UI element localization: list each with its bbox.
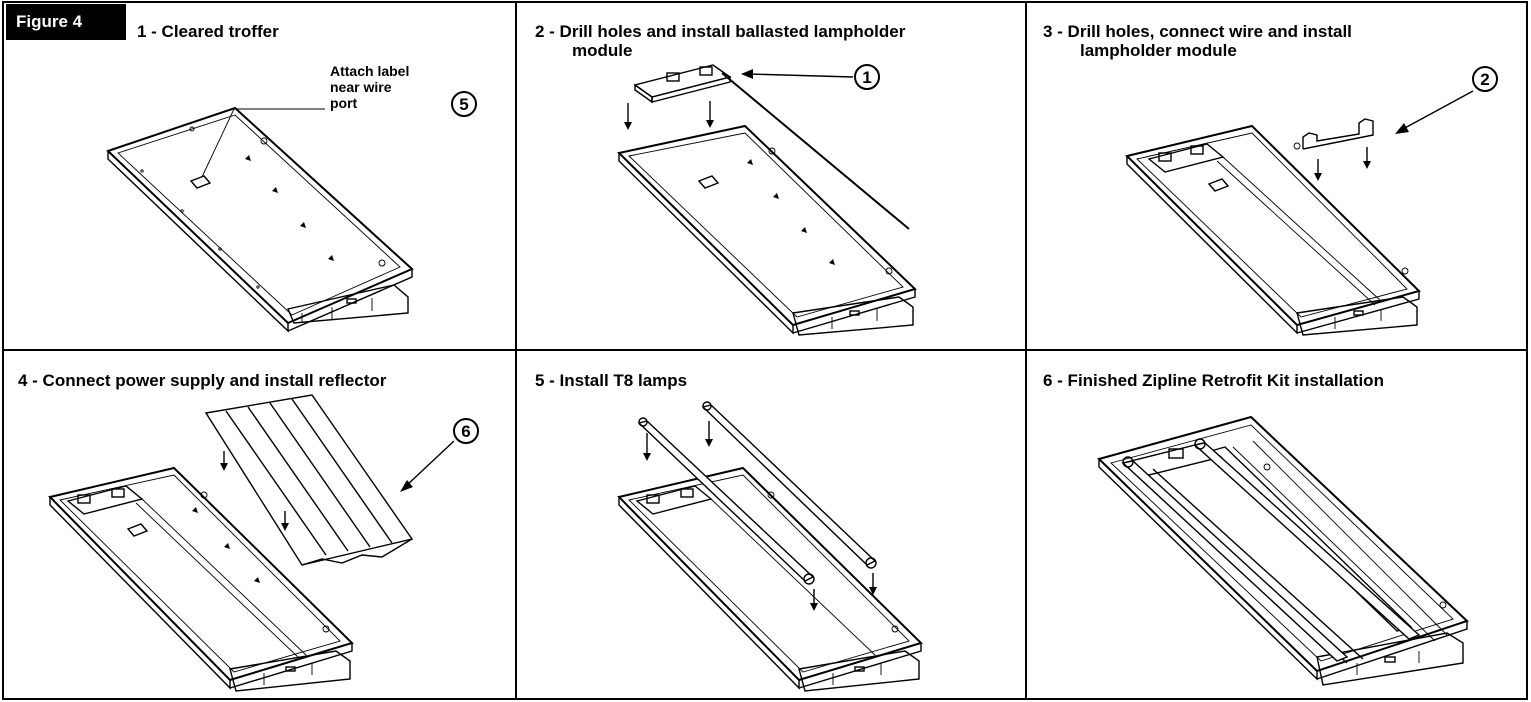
callout-1-leader bbox=[741, 69, 854, 79]
panel-6: 6 - Finished Zipline Retrofit Kit instal… bbox=[1027, 351, 1528, 700]
panel-1: Figure 4 1 - Cleared troffer Attach labe… bbox=[2, 1, 515, 349]
callout-2: 2 bbox=[1472, 66, 1498, 92]
callout-5: 5 bbox=[451, 91, 477, 117]
grid-divider-h bbox=[2, 349, 1528, 351]
down-arrows bbox=[220, 451, 289, 531]
troffer-housing bbox=[1125, 124, 1421, 336]
down-arrows bbox=[624, 101, 714, 130]
panel-2-title: 2 - Drill holes and install ballasted la… bbox=[535, 22, 906, 60]
callout-1: 1 bbox=[854, 64, 880, 90]
callout-6: 6 bbox=[453, 418, 479, 444]
troffer-housing bbox=[48, 466, 354, 692]
callout-6-leader bbox=[400, 440, 455, 492]
svg-text:1: 1 bbox=[862, 68, 871, 87]
down-arrows bbox=[1314, 147, 1371, 181]
t8-lamps bbox=[637, 401, 877, 585]
panel-5: 5 - Install T8 lamps bbox=[517, 351, 1025, 700]
svg-text:5: 5 bbox=[459, 95, 468, 114]
troffer-housing bbox=[106, 106, 414, 333]
panel-5-title: 5 - Install T8 lamps bbox=[535, 371, 688, 390]
svg-text:6: 6 bbox=[461, 422, 470, 441]
reflector bbox=[204, 394, 414, 566]
panel-1-drawing: 5 bbox=[106, 91, 477, 333]
panel-2-drawing: 1 bbox=[616, 64, 917, 336]
panel-6-drawing bbox=[1097, 415, 1469, 686]
leader-line bbox=[201, 108, 325, 178]
panel-5-drawing bbox=[617, 401, 923, 692]
troffer-housing bbox=[617, 466, 923, 692]
callout-2-leader bbox=[1395, 90, 1474, 134]
down-arrows bbox=[643, 421, 877, 611]
panel-2: 2 - Drill holes and install ballasted la… bbox=[517, 1, 1025, 349]
panel-1-title: 1 - Cleared troffer bbox=[137, 22, 279, 41]
finished-troffer bbox=[1097, 415, 1469, 686]
figure-label: Figure 4 bbox=[6, 4, 126, 40]
svg-text:2: 2 bbox=[1480, 70, 1489, 89]
lampholder-module bbox=[1302, 118, 1374, 150]
panel-4-title: 4 - Connect power supply and install ref… bbox=[18, 371, 387, 390]
panel-3: 3 - Drill holes, connect wire and instal… bbox=[1027, 1, 1528, 349]
troffer-housing bbox=[616, 124, 917, 336]
panel-3-drawing: 2 bbox=[1125, 66, 1498, 336]
panel-3-title: 3 - Drill holes, connect wire and instal… bbox=[1043, 22, 1352, 60]
panel-4: 4 - Connect power supply and install ref… bbox=[2, 351, 515, 700]
panel-6-title: 6 - Finished Zipline Retrofit Kit instal… bbox=[1043, 371, 1384, 390]
lampholder-module bbox=[633, 64, 910, 230]
panel-4-drawing: 6 bbox=[48, 394, 479, 692]
panel-1-note: Attach label near wire port bbox=[330, 63, 410, 111]
